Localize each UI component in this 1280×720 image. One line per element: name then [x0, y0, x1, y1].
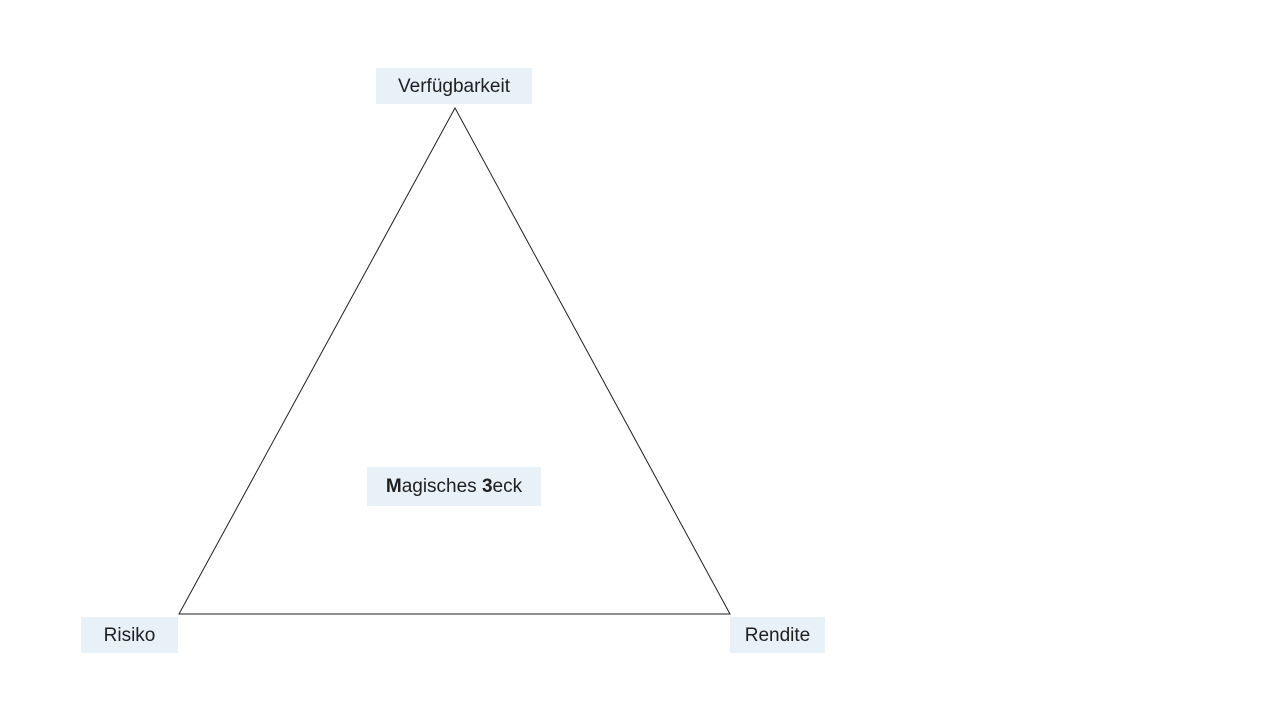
center-title-regular-2: eck — [492, 476, 523, 497]
vertex-label-availability-text: Verfügbarkeit — [398, 75, 510, 97]
vertex-label-availability: Verfügbarkeit — [376, 68, 532, 104]
vertex-label-risk-text: Risiko — [103, 624, 156, 646]
center-title-regular-1: agisches — [401, 476, 482, 497]
center-title-bold-3: 3 — [481, 476, 493, 497]
center-title-bold-m: M — [385, 476, 402, 497]
vertex-label-return: Rendite — [730, 617, 825, 653]
triangle-outline — [178, 106, 731, 615]
vertex-label-return-text: Rendite — [744, 624, 811, 646]
vertex-label-risk: Risiko — [81, 617, 178, 653]
